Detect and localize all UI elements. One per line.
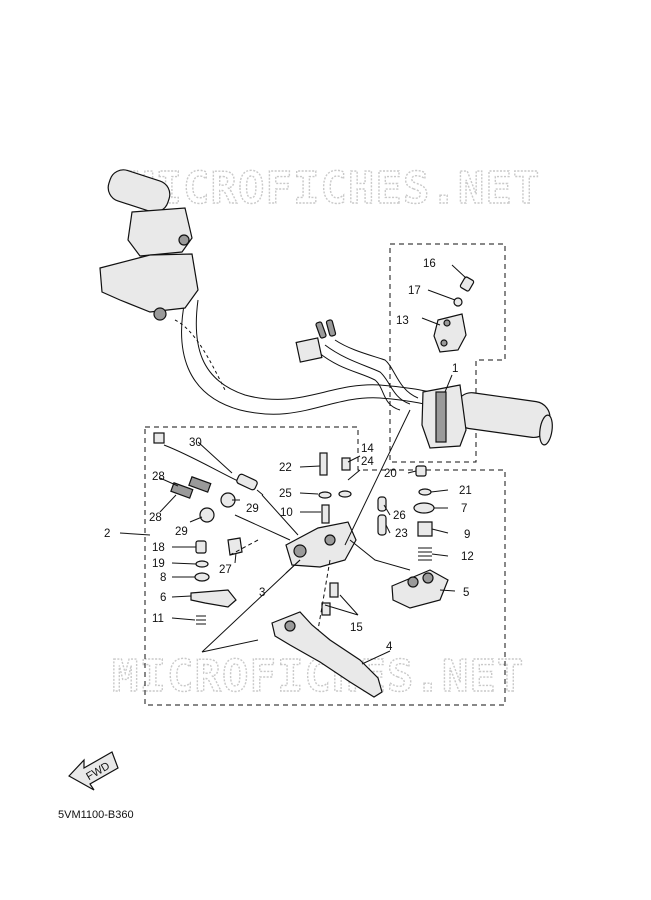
callout-13: 13 <box>396 315 409 327</box>
callout-11: 11 <box>152 613 164 625</box>
callout-20: 20 <box>384 468 397 480</box>
clutch-lever <box>271 611 383 698</box>
callout-labels: 1 2 3 4 5 6 7 8 9 10 11 12 13 14 15 16 1… <box>104 258 474 653</box>
callout-5: 5 <box>463 587 469 599</box>
handlebar <box>99 169 553 449</box>
callout-26: 26 <box>393 510 406 522</box>
switch-clamp-parts <box>433 276 475 353</box>
callout-10: 10 <box>280 507 293 519</box>
leader-lines <box>119 264 467 665</box>
callout-12: 12 <box>461 551 474 563</box>
watermark-top: MICROFICHES.NET <box>128 163 540 214</box>
diagram-code: 5VM1100-B360 <box>58 809 134 821</box>
callout-18: 18 <box>152 542 165 554</box>
callout-3: 3 <box>259 587 265 599</box>
switch-wiring <box>295 319 419 411</box>
lever-holder <box>285 452 357 616</box>
callout-6: 6 <box>160 592 166 604</box>
callout-24: 24 <box>361 456 374 468</box>
callout-17: 17 <box>408 285 421 297</box>
callout-25: 25 <box>279 488 292 500</box>
callout-4: 4 <box>386 641 393 653</box>
fwd-arrow-icon: FWD <box>68 751 119 791</box>
callout-21: 21 <box>459 485 472 497</box>
callout-8: 8 <box>160 572 166 584</box>
callout-23: 23 <box>395 528 408 540</box>
callout-19: 19 <box>152 558 165 570</box>
callout-27: 27 <box>219 564 232 576</box>
callout-30: 30 <box>189 437 202 449</box>
callout-28-lower: 28 <box>149 512 162 524</box>
callout-29-lower: 29 <box>175 526 188 538</box>
callout-29-upper: 29 <box>246 503 259 515</box>
clutch-switch-cable <box>153 432 264 496</box>
callout-7: 7 <box>461 503 467 515</box>
callout-14: 14 <box>361 443 374 455</box>
callout-2: 2 <box>104 528 110 540</box>
callout-22: 22 <box>279 462 292 474</box>
right-switch-parts <box>377 465 449 609</box>
left-fasteners <box>170 476 243 625</box>
callout-16: 16 <box>423 258 436 270</box>
callout-1: 1 <box>452 363 458 375</box>
callout-28-upper: 28 <box>152 471 165 483</box>
callout-15: 15 <box>350 622 363 634</box>
callout-9: 9 <box>464 529 470 541</box>
